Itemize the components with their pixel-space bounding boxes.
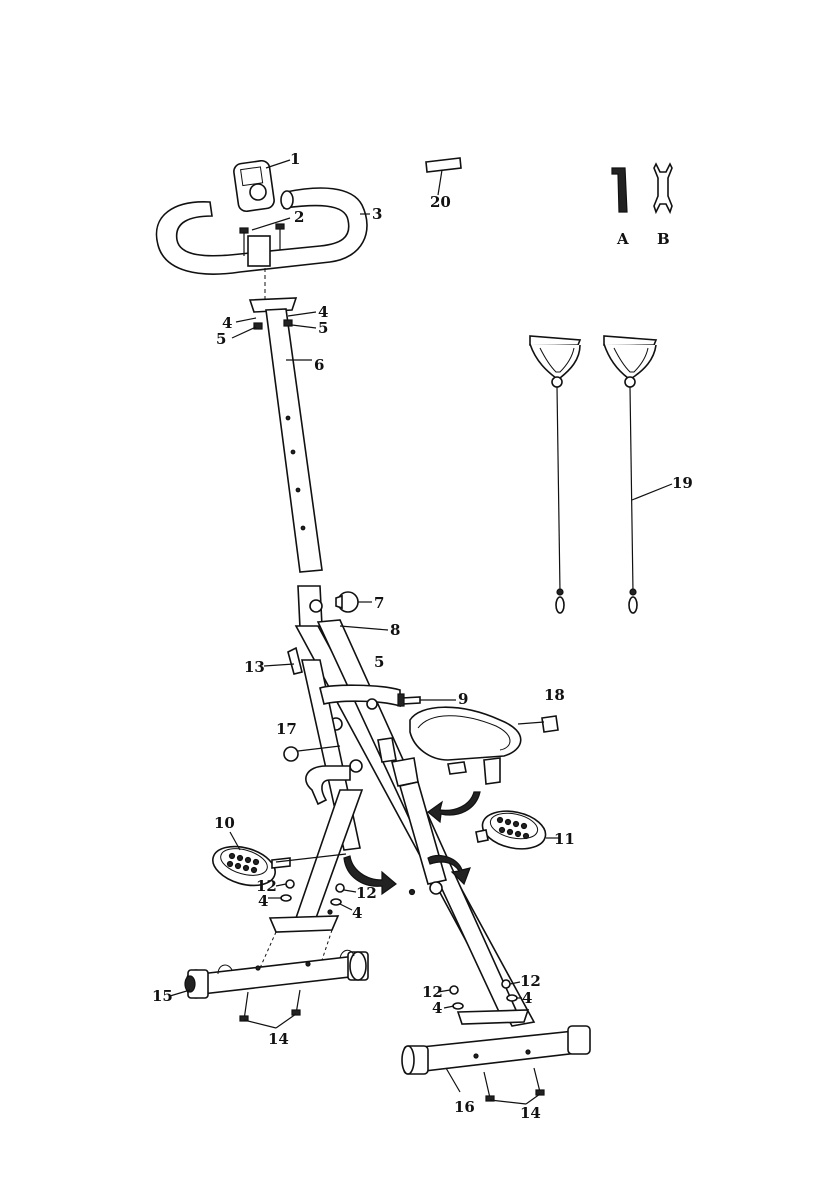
right-pedal-part bbox=[476, 806, 560, 855]
callout-16: 16 bbox=[454, 1098, 475, 1116]
front-stabilizer-bolts-part bbox=[484, 1068, 544, 1104]
callout-5-frame: 5 bbox=[374, 653, 384, 671]
callout-8: 8 bbox=[390, 621, 400, 639]
callout-12-center: 12 bbox=[356, 884, 377, 902]
callout-11: 11 bbox=[554, 830, 575, 848]
callout-9: 9 bbox=[458, 690, 468, 708]
callout-4-right-a: 4 bbox=[432, 999, 442, 1017]
rear-stabilizer-part bbox=[170, 950, 368, 998]
callout-10: 10 bbox=[214, 814, 235, 832]
callout-12-right-b: 12 bbox=[520, 972, 541, 990]
callout-2: 2 bbox=[294, 208, 304, 226]
rear-stabilizer-bolts-part bbox=[240, 990, 300, 1028]
handlebar-post-part bbox=[250, 298, 322, 572]
callout-14-right: 14 bbox=[520, 1104, 541, 1122]
allen-key-icon bbox=[612, 168, 627, 212]
callout-3: 3 bbox=[372, 205, 382, 223]
callout-5-post-left: 5 bbox=[216, 330, 226, 348]
tool-label-a: A bbox=[616, 230, 629, 248]
callout-1: 1 bbox=[290, 150, 300, 168]
callout-13: 13 bbox=[244, 658, 265, 676]
tool-label-b: B bbox=[657, 230, 670, 248]
front-stabilizer-part bbox=[402, 1026, 590, 1092]
callout-7: 7 bbox=[374, 594, 384, 612]
callout-4-right-b: 4 bbox=[522, 989, 532, 1007]
resistance-bands-part bbox=[530, 336, 672, 613]
callout-4-left: 4 bbox=[258, 892, 268, 910]
callout-18: 18 bbox=[544, 686, 565, 704]
callout-6: 6 bbox=[314, 356, 324, 374]
wrench-icon bbox=[654, 164, 672, 212]
callout-20: 20 bbox=[430, 193, 451, 211]
callout-19: 19 bbox=[672, 474, 693, 492]
callout-15: 15 bbox=[152, 987, 173, 1005]
rear-frame-part bbox=[270, 660, 400, 932]
callout-5-post-right: 5 bbox=[318, 319, 328, 337]
callout-17: 17 bbox=[276, 720, 297, 738]
callout-14-left: 14 bbox=[268, 1030, 289, 1048]
callout-4-center: 4 bbox=[352, 904, 362, 922]
seat-part bbox=[410, 707, 558, 784]
lever-part bbox=[264, 648, 302, 674]
axle-pin-part bbox=[426, 158, 461, 195]
